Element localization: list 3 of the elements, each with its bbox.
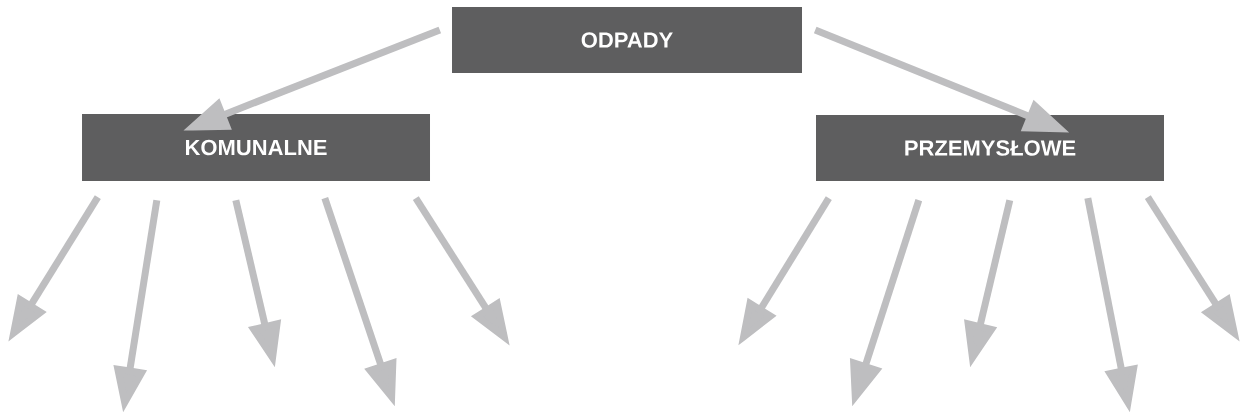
category-box: ODPADY [452,7,802,73]
category-box: PRZEMYSŁOWE [816,115,1164,181]
category-box: KOMUNALNE [82,114,430,181]
